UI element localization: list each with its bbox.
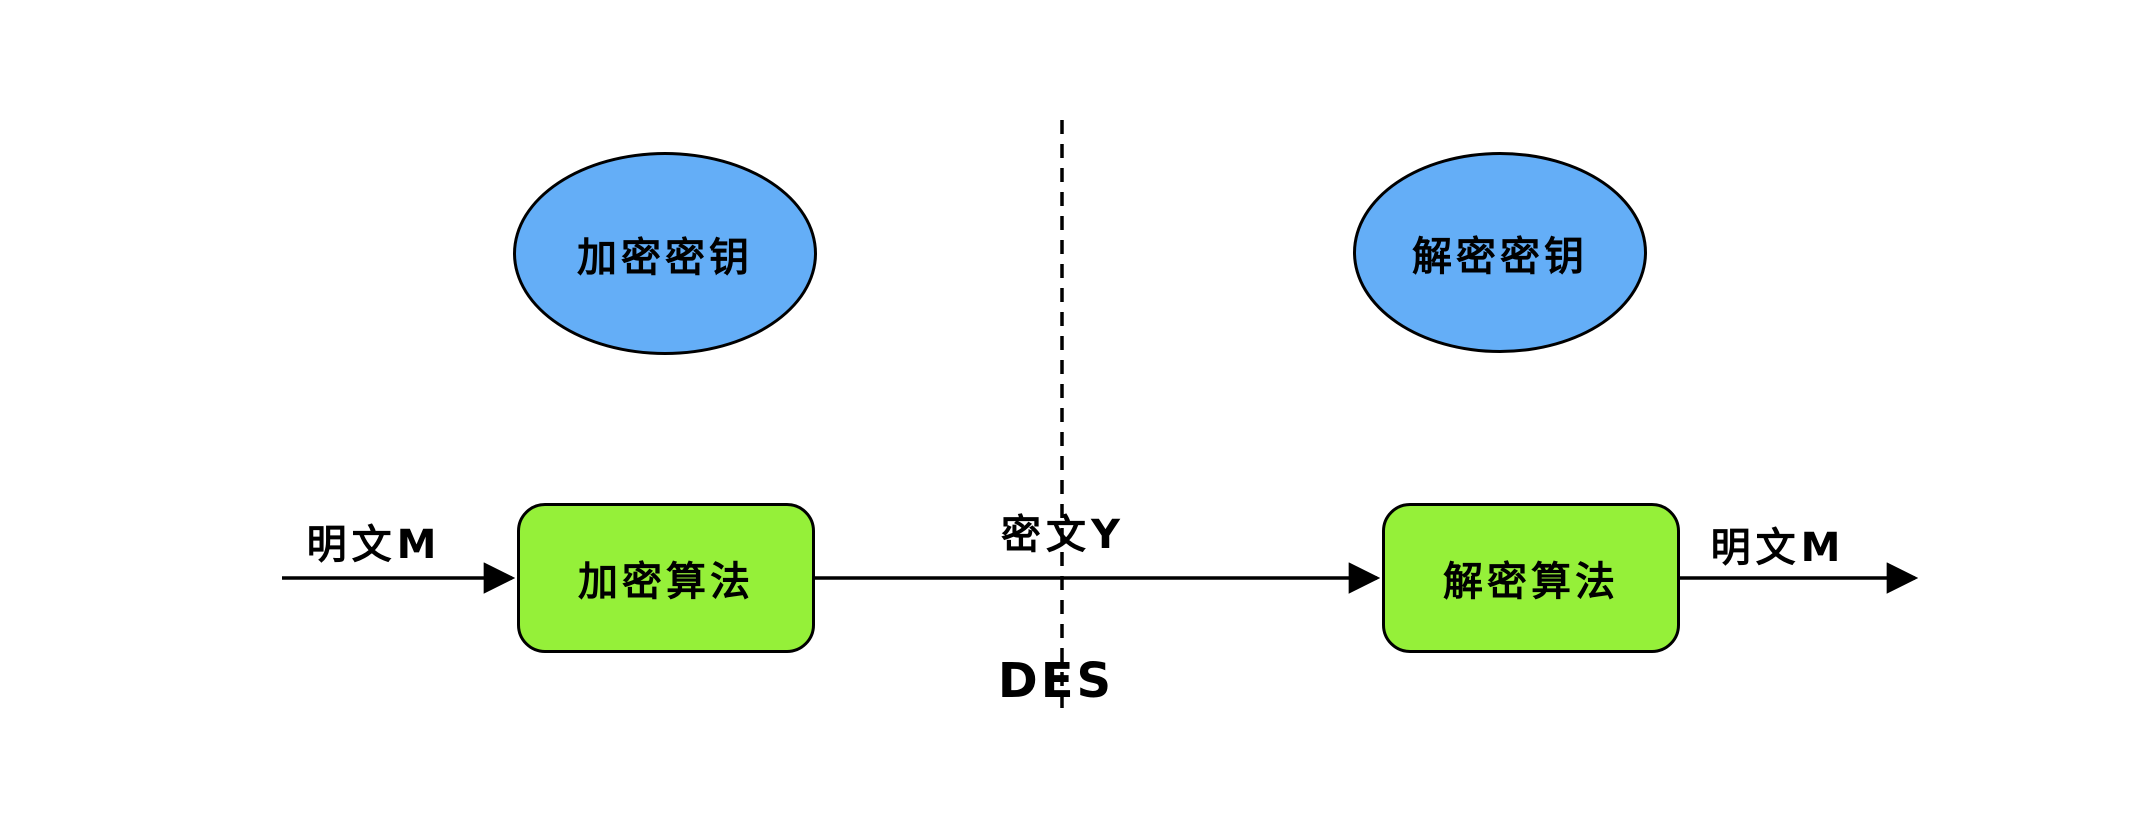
decrypt-key-label: 解密密钥	[1412, 233, 1588, 280]
encrypt-algorithm-label: 加密算法	[578, 559, 754, 605]
encrypt-algorithm-node: 加密算法	[517, 503, 815, 653]
decrypt-algorithm-node: 解密算法	[1382, 503, 1680, 653]
plaintext-in-label: 明文M	[306, 522, 442, 568]
des-label: DES	[997, 653, 1115, 709]
decrypt-key-node: 解密密钥	[1353, 152, 1647, 353]
ciphertext-label: 密文Y	[1001, 512, 1125, 558]
plaintext-out-label: 明文M	[1710, 525, 1846, 571]
encrypt-key-label: 加密密钥	[577, 234, 753, 281]
encrypt-key-node: 加密密钥	[513, 152, 817, 355]
decrypt-algorithm-label: 解密算法	[1443, 559, 1619, 605]
